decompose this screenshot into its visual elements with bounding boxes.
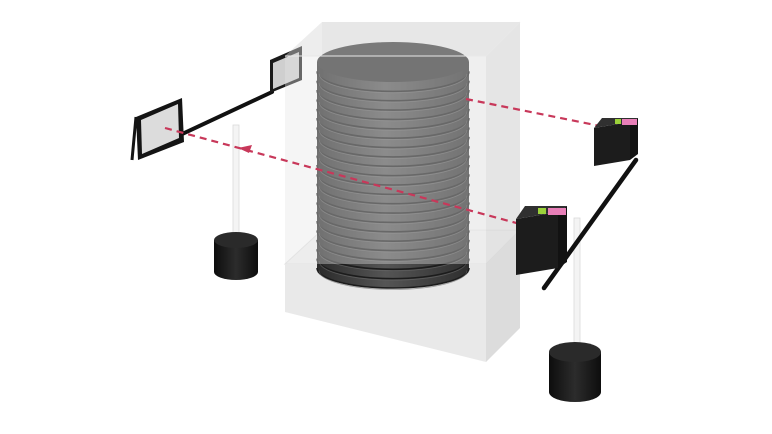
- wafer-highlight: [318, 270, 468, 290]
- upper-sensor-pink: [622, 119, 637, 125]
- wafer-highlight: [318, 251, 468, 272]
- wafer-highlight: [318, 195, 468, 215]
- lower-beam: [164, 126, 521, 226]
- wafer-highlight: [318, 130, 468, 150]
- left-stand: [214, 124, 258, 280]
- wafer-edge: [316, 221, 470, 242]
- left-stand-pole: [232, 124, 240, 241]
- wafer-stack: [316, 42, 470, 290]
- glass-enclosure-front: [285, 21, 521, 264]
- wafer-highlight: [318, 148, 468, 169]
- back-reflector: [270, 46, 302, 93]
- wafer-edge: [316, 239, 470, 261]
- wafer-highlight: [318, 233, 468, 253]
- lower-sensor-pink: [548, 208, 566, 215]
- wafer-edge: [316, 90, 470, 111]
- wafer-edge: [316, 146, 470, 168]
- wafer-edge: [316, 174, 470, 196]
- wafer-edge: [316, 211, 470, 233]
- wafer-highlight: [318, 158, 468, 178]
- wafer-highlight: [318, 101, 468, 122]
- lower-sensor-green: [538, 208, 546, 214]
- right-stand: [549, 217, 601, 402]
- wafer-highlight: [318, 261, 468, 281]
- wafer-highlight: [318, 186, 468, 206]
- wafer-edge: [316, 164, 470, 186]
- wafer-highlight: [318, 111, 468, 131]
- left-reflector: [130, 98, 184, 161]
- wafer-edge: [316, 183, 470, 205]
- upper-beam: [465, 97, 601, 128]
- wafer-highlight: [318, 92, 468, 112]
- wafer-highlight: [318, 223, 468, 244]
- wafer-edge: [316, 230, 470, 252]
- wafer-highlight: [318, 176, 468, 197]
- wafer-top-face: [317, 42, 469, 82]
- wafer-edge: [316, 71, 470, 93]
- right-stand-foot-top: [549, 342, 601, 362]
- wafer-edge: [316, 99, 470, 121]
- wafer-edge: [316, 108, 470, 130]
- wafer-edge: [316, 80, 470, 102]
- wafer-highlight: [318, 204, 468, 225]
- wafer-edge: [316, 127, 470, 149]
- upper-sensor-green: [615, 119, 621, 124]
- wafer-highlight: [318, 73, 468, 94]
- wafer-edge: [316, 193, 470, 214]
- wafer-edge: [316, 258, 470, 280]
- beam-arrow: [238, 145, 252, 153]
- wafer-highlight: [318, 139, 468, 159]
- wafer-highlight: [318, 83, 468, 103]
- wafer-highlight: [318, 167, 468, 187]
- wafer-edge: [316, 202, 470, 224]
- lower-sensor: [516, 206, 567, 275]
- right-stand-foot: [549, 352, 601, 402]
- wafer-edge: [316, 155, 470, 177]
- wafer-highlight: [318, 120, 468, 141]
- wafer-highlight: [318, 242, 468, 262]
- left-stand-foot: [214, 240, 258, 280]
- wafer-edge: [316, 249, 470, 271]
- upper-sensor: [594, 118, 638, 166]
- wafer-highlight: [318, 214, 468, 234]
- laser-beams: [164, 97, 601, 226]
- wafer-edge: [316, 136, 470, 158]
- left-stand-foot-top: [214, 232, 258, 248]
- wafer-edge: [316, 267, 470, 289]
- wafer-edge: [316, 118, 470, 139]
